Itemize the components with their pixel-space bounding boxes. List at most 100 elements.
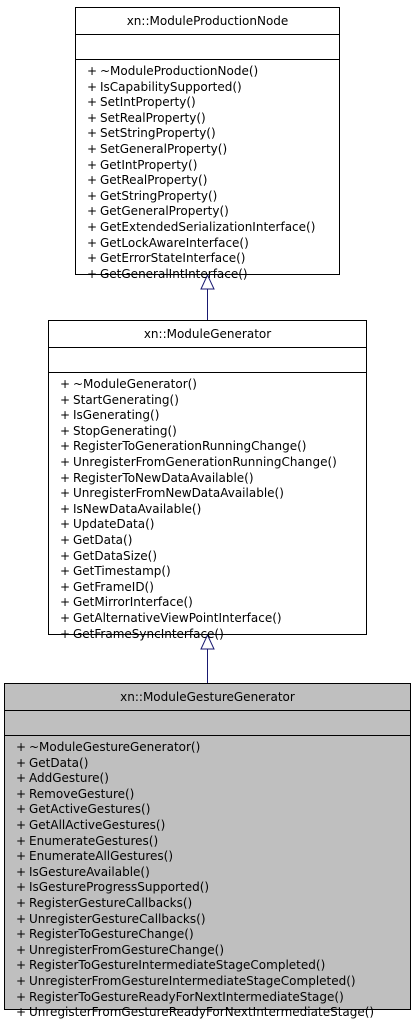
class-box-module-gesture-generator[interactable]: xn::ModuleGestureGenerator +~ModuleGestu… [4, 683, 411, 1019]
operation-name: GetActiveGestures() [29, 802, 151, 817]
visibility-marker: + [87, 219, 98, 234]
operation-name: GetExtendedSerializationInterface() [100, 219, 316, 234]
operation-item[interactable]: +GetLockAwareInterface() [87, 236, 339, 252]
operation-item[interactable]: +GetTimestamp() [60, 564, 366, 580]
operation-item[interactable]: +EnumerateGestures() [16, 834, 410, 850]
visibility-marker: + [87, 204, 98, 219]
operation-item[interactable]: +RegisterToGenerationRunningChange() [60, 439, 366, 455]
operation-item[interactable]: +SetGeneralProperty() [87, 142, 339, 158]
visibility-marker: + [16, 771, 27, 786]
operation-item[interactable]: +UnregisterFromGestureReadyForNextInterm… [16, 1005, 410, 1021]
visibility-marker: + [60, 470, 71, 485]
visibility-marker: + [87, 95, 98, 110]
operation-item[interactable]: +SetIntProperty() [87, 95, 339, 111]
operation-item[interactable]: +IsCapabilitySupported() [87, 80, 339, 96]
operation-item[interactable]: +GetData() [16, 756, 410, 772]
operation-item[interactable]: +GetFrameID() [60, 580, 366, 596]
visibility-marker: + [60, 548, 71, 563]
class-name: xn::ModuleProductionNode [76, 8, 339, 35]
operation-name: ~ModuleGestureGenerator() [29, 740, 201, 754]
visibility-marker: + [60, 579, 71, 594]
visibility-marker: + [60, 626, 71, 641]
visibility-marker: + [60, 408, 71, 423]
operation-name: UnregisterGestureCallbacks() [29, 911, 206, 926]
operation-item[interactable]: +UnregisterFromGestureIntermediateStageC… [16, 974, 410, 990]
operation-item[interactable]: +IsNewDataAvailable() [60, 502, 366, 518]
operation-item[interactable]: +AddGesture() [16, 771, 410, 787]
operation-item[interactable]: +GetDataSize() [60, 549, 366, 565]
operation-name: RemoveGesture() [29, 786, 135, 801]
operation-item[interactable]: +GetFrameSyncInterface() [60, 627, 366, 643]
operation-item[interactable]: +RegisterToNewDataAvailable() [60, 471, 366, 487]
operation-name: GetLockAwareInterface() [100, 235, 249, 250]
visibility-marker: + [87, 266, 98, 281]
operation-item[interactable]: +RegisterToGestureChange() [16, 927, 410, 943]
operation-item[interactable]: +GetStringProperty() [87, 189, 339, 205]
operation-item[interactable]: +UnregisterGestureCallbacks() [16, 912, 410, 928]
operation-name: GetMirrorInterface() [73, 595, 193, 610]
visibility-marker: + [60, 454, 71, 469]
operation-name: SetStringProperty() [100, 126, 216, 141]
operation-item[interactable]: +StopGenerating() [60, 424, 366, 440]
operation-item[interactable]: +RegisterToGestureIntermediateStageCompl… [16, 958, 410, 974]
operation-item[interactable]: +IsGestureProgressSupported() [16, 880, 410, 896]
class-box-module-generator[interactable]: xn::ModuleGenerator +~ModuleGenerator()+… [48, 320, 367, 641]
visibility-marker: + [60, 501, 71, 516]
visibility-marker: + [16, 880, 27, 895]
operation-item[interactable]: +~ModuleGenerator() [60, 377, 366, 393]
operation-item[interactable]: +~ModuleGestureGenerator() [16, 740, 410, 756]
operation-item[interactable]: +GetRealProperty() [87, 173, 339, 189]
operation-name: StartGenerating() [73, 392, 179, 407]
operation-name: IsCapabilitySupported() [100, 79, 242, 94]
class-attributes [76, 35, 339, 60]
visibility-marker: + [60, 377, 71, 391]
visibility-marker: + [16, 802, 27, 817]
operation-item[interactable]: +EnumerateAllGestures() [16, 849, 410, 865]
operation-item[interactable]: +RegisterGestureCallbacks() [16, 896, 410, 912]
operation-name: RegisterGestureCallbacks() [29, 895, 193, 910]
operation-name: RegisterToGenerationRunningChange() [73, 439, 307, 454]
visibility-marker: + [16, 786, 27, 801]
class-box-module-production-node[interactable]: xn::ModuleProductionNode +~ModuleProduct… [75, 7, 340, 281]
operation-item[interactable]: +GetData() [60, 533, 366, 549]
operation-item[interactable]: +~ModuleProductionNode() [87, 64, 339, 80]
operation-item[interactable]: +GetGeneralProperty() [87, 204, 339, 220]
operation-item[interactable]: +GetAllActiveGestures() [16, 818, 410, 834]
operation-name: RegisterToGestureIntermediateStageComple… [29, 958, 326, 973]
visibility-marker: + [16, 927, 27, 942]
class-operations: +~ModuleProductionNode()+IsCapabilitySup… [76, 60, 339, 286]
operation-item[interactable]: +RegisterToGestureReadyForNextIntermedia… [16, 990, 410, 1006]
operation-item[interactable]: +SetRealProperty() [87, 111, 339, 127]
operation-name: SetRealProperty() [100, 110, 206, 125]
visibility-marker: + [16, 849, 27, 864]
operation-item[interactable]: +UnregisterFromNewDataAvailable() [60, 486, 366, 502]
operation-item[interactable]: +StartGenerating() [60, 393, 366, 409]
visibility-marker: + [60, 517, 71, 532]
operation-item[interactable]: +SetStringProperty() [87, 126, 339, 142]
operation-name: GetTimestamp() [73, 564, 171, 579]
operation-item[interactable]: +GetIntProperty() [87, 158, 339, 174]
visibility-marker: + [60, 423, 71, 438]
class-operations: +~ModuleGenerator()+StartGenerating()+Is… [49, 373, 366, 646]
operation-item[interactable]: +GetGeneralIntInterface() [87, 267, 339, 283]
operation-item[interactable]: +GetAlternativeViewPointInterface() [60, 611, 366, 627]
operation-item[interactable]: +GetExtendedSerializationInterface() [87, 220, 339, 236]
operation-name: ~ModuleGenerator() [73, 377, 197, 391]
operation-item[interactable]: +RemoveGesture() [16, 787, 410, 803]
operation-item[interactable]: +GetActiveGestures() [16, 802, 410, 818]
edge-generator-to-production-node [200, 273, 215, 320]
visibility-marker: + [16, 911, 27, 926]
operation-item[interactable]: +UnregisterFromGenerationRunningChange() [60, 455, 366, 471]
operation-name: UpdateData() [73, 517, 155, 532]
visibility-marker: + [60, 532, 71, 547]
class-attributes [49, 348, 366, 373]
visibility-marker: + [60, 486, 71, 501]
operation-item[interactable]: +GetErrorStateInterface() [87, 251, 339, 267]
operation-item[interactable]: +GetMirrorInterface() [60, 595, 366, 611]
operation-item[interactable]: +IsGenerating() [60, 408, 366, 424]
operation-item[interactable]: +UnregisterFromGestureChange() [16, 943, 410, 959]
operation-item[interactable]: +IsGestureAvailable() [16, 865, 410, 881]
operation-name: GetGeneralIntInterface() [100, 266, 248, 281]
visibility-marker: + [16, 958, 27, 973]
operation-item[interactable]: +UpdateData() [60, 517, 366, 533]
